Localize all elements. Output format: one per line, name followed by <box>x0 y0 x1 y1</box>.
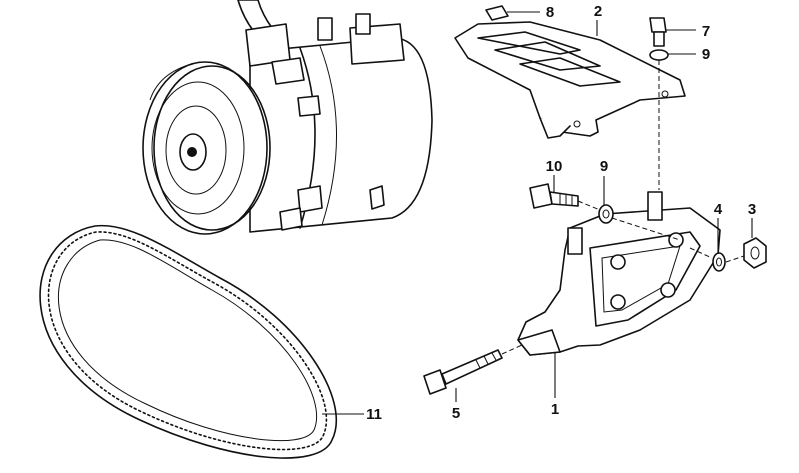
washer-9-lower <box>598 204 614 224</box>
bolt-10 <box>529 183 579 209</box>
bolt-7 <box>649 17 667 47</box>
callout-label-2: 2 <box>594 3 602 20</box>
nut-3 <box>743 237 767 269</box>
callout-label-9b: 9 <box>600 158 608 175</box>
callout-label-4: 4 <box>714 201 723 218</box>
callout-label-11: 11 <box>366 406 382 423</box>
bolt-5 <box>423 349 503 395</box>
callout-label-1: 1 <box>551 401 559 418</box>
drive-belt <box>39 224 338 459</box>
washer-4 <box>712 252 726 272</box>
callout-label-7: 7 <box>702 23 710 40</box>
ac-compressor <box>142 0 433 235</box>
assembly-line-bolt-5 <box>501 344 523 355</box>
washer-8 <box>485 5 509 21</box>
callout-label-5: 5 <box>452 405 460 422</box>
callout-label-8: 8 <box>546 4 554 21</box>
washer-9-upper <box>649 49 669 61</box>
upper-bracket-plate <box>454 21 686 139</box>
callout-label-3: 3 <box>748 201 756 218</box>
assembly-line-nut-3 <box>689 247 745 263</box>
callout-label-10: 10 <box>546 158 563 175</box>
assembly-line-bolt-10 <box>577 200 681 241</box>
support-bracket <box>517 191 721 356</box>
callout-label-9a: 9 <box>702 46 710 63</box>
